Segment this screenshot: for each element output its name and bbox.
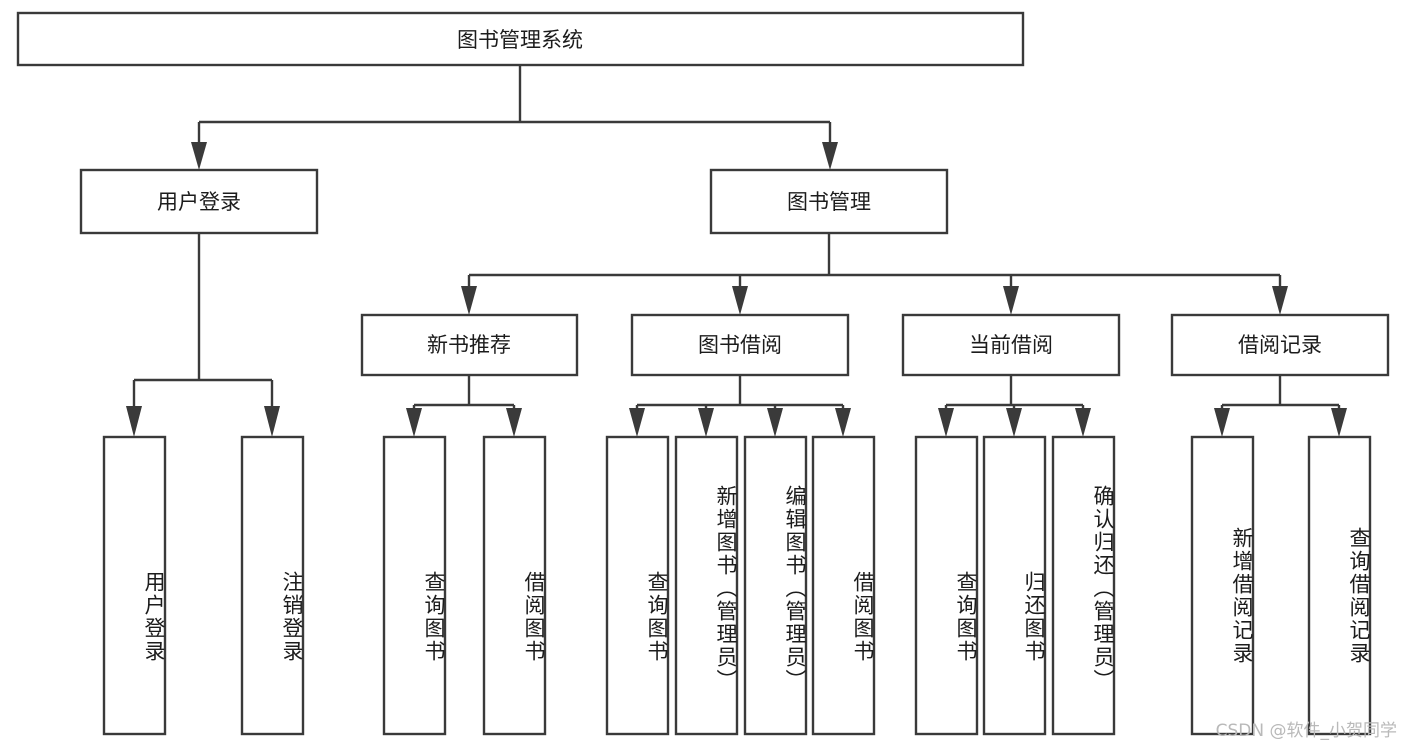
edge-group-book-borrow [629, 375, 851, 437]
arrow-to-leaf-borrow-book-1 [506, 408, 522, 437]
leaf-box-confirm-return[interactable] [1051, 435, 1116, 736]
arrow-to-leaf-borrow-book-2 [835, 408, 851, 437]
arrow-to-leaf-user-login [126, 406, 142, 437]
root-label: 图书管理系统 [457, 28, 583, 52]
arrow-to-new-book-rec [461, 286, 477, 315]
arrow-to-leaf-edit-book [767, 408, 783, 437]
arrow-to-leaf-confirm-return [1075, 408, 1091, 437]
leaf-box-query-book-3[interactable] [914, 435, 979, 736]
leaf-box-query-book-1[interactable] [382, 435, 447, 736]
leaf-box-add-book[interactable] [674, 435, 739, 736]
leaf-box-add-record[interactable] [1190, 435, 1255, 736]
arrow-to-current-borrow [1003, 286, 1019, 315]
arrow-to-leaf-add-book [698, 408, 714, 437]
current-borrow-box [901, 313, 1121, 377]
node-new-book-rec[interactable]: 新书推荐 [360, 313, 579, 377]
edge-group-book-manage [461, 233, 1288, 315]
node-book-manage[interactable]: 图书管理 [709, 168, 949, 235]
leaf-box-borrow-book-1[interactable] [482, 435, 547, 736]
leaf-boxes [102, 435, 1372, 736]
edge-group-new-book-rec [406, 375, 522, 437]
node-book-borrow[interactable]: 图书借阅 [630, 313, 850, 377]
book-borrow-box [630, 313, 850, 377]
current-borrow-label: 当前借阅 [969, 333, 1053, 357]
edge-group-user-login [126, 233, 280, 437]
leaf-box-query-record[interactable] [1307, 435, 1372, 736]
borrow-record-box [1170, 313, 1390, 377]
leaf-box-borrow-book-2[interactable] [811, 435, 876, 736]
book-manage-label: 图书管理 [787, 190, 871, 214]
edge-group-root [191, 65, 838, 170]
arrow-to-book-manage [822, 142, 838, 170]
borrow-record-label: 借阅记录 [1238, 333, 1322, 357]
arrow-to-book-borrow [732, 286, 748, 315]
arrow-to-user-login [191, 142, 207, 170]
leaf-box-query-book-2[interactable] [605, 435, 670, 736]
arrow-to-borrow-record [1272, 286, 1288, 315]
arrow-to-leaf-query-record [1331, 408, 1347, 437]
book-borrow-label: 图书借阅 [698, 333, 782, 357]
arrow-to-leaf-return-book [1006, 408, 1022, 437]
node-user-login[interactable]: 用户登录 [79, 168, 319, 235]
leaf-box-return-book[interactable] [982, 435, 1047, 736]
edge-group-borrow-record [1214, 375, 1347, 437]
new-book-rec-box [360, 313, 579, 377]
arrow-to-leaf-add-record [1214, 408, 1230, 437]
book-manage-box [709, 168, 949, 235]
arrow-to-leaf-query-book-2 [629, 408, 645, 437]
leaf-box-edit-book[interactable] [743, 435, 808, 736]
root-box [16, 11, 1025, 67]
leaf-box-user-login[interactable] [102, 435, 167, 736]
arrow-to-leaf-logout-login [264, 406, 280, 437]
user-login-label: 用户登录 [157, 190, 241, 214]
node-current-borrow[interactable]: 当前借阅 [901, 313, 1121, 377]
node-borrow-record[interactable]: 借阅记录 [1170, 313, 1390, 377]
arrow-to-leaf-query-book-3 [938, 408, 954, 437]
arrow-to-leaf-query-book-1 [406, 408, 422, 437]
new-book-rec-label: 新书推荐 [427, 333, 511, 357]
edge-group-current-borrow [938, 375, 1091, 437]
leaf-box-logout-login[interactable] [240, 435, 305, 736]
node-root[interactable]: 图书管理系统 [16, 11, 1025, 67]
